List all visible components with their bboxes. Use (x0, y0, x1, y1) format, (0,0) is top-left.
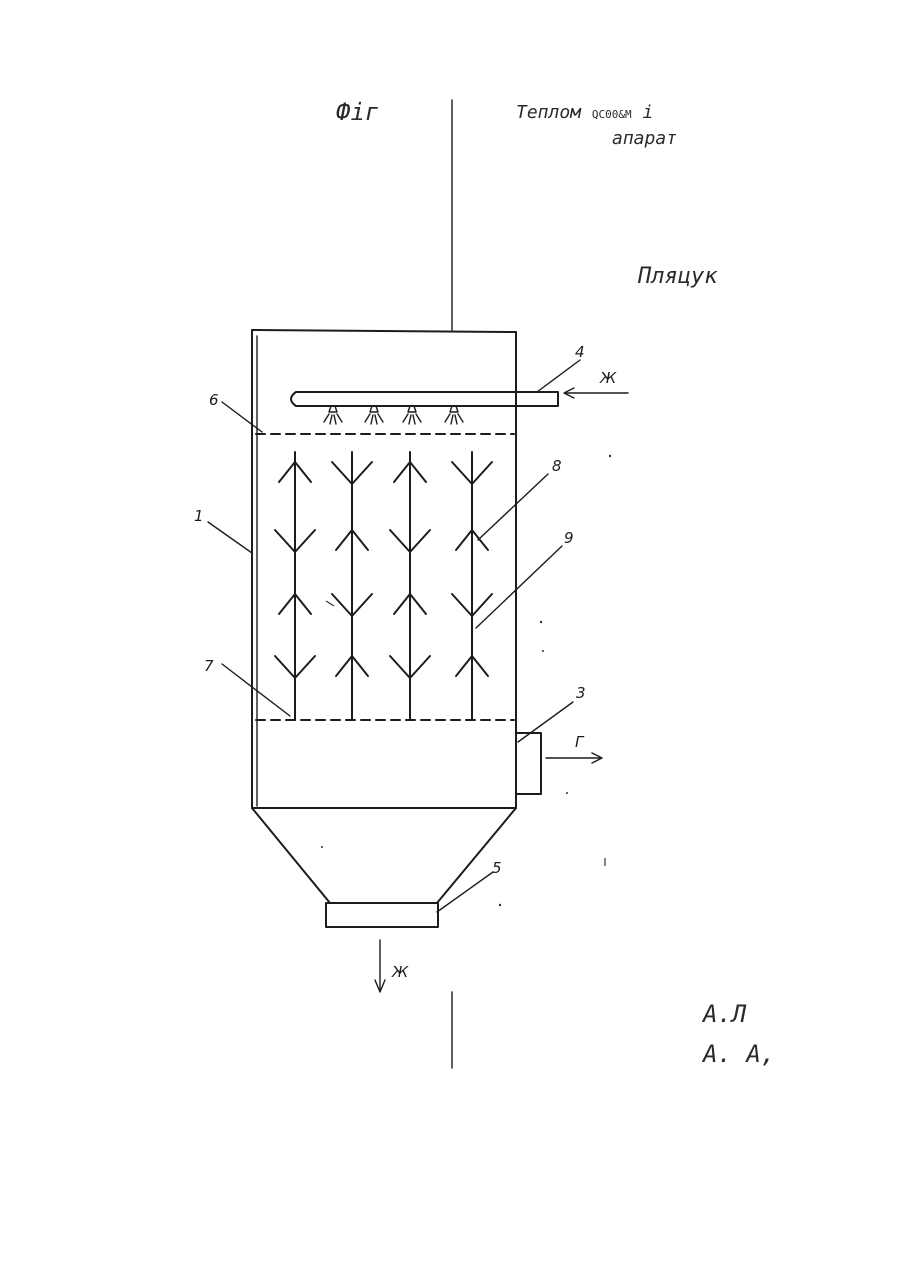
bottom-outlet (326, 903, 438, 927)
part-number-3: 3 (576, 684, 586, 702)
part-number-9: 9 (564, 529, 574, 547)
part-number-7: 7 (204, 657, 214, 675)
spray-nozzles (324, 406, 463, 424)
part-number-1: 1 (194, 507, 204, 525)
leader-lines (208, 360, 580, 912)
part-number-5: 5 (492, 859, 502, 877)
liquid-inlet-arrow (564, 388, 628, 398)
liquid-outlet-arrow (375, 940, 385, 992)
liquid-outlet-label: Ж (391, 963, 409, 981)
part-number-4: 4 (575, 343, 585, 361)
part-number-8: 8 (552, 457, 562, 475)
part-number-6: 6 (209, 391, 219, 409)
hopper-cone (252, 808, 516, 903)
gas-outlet (516, 733, 541, 794)
gas-outlet-label: Г (575, 733, 585, 751)
liquid-inlet-label: Ж (599, 369, 617, 387)
gas-outlet-arrow (546, 753, 602, 763)
spray-pipe (291, 392, 558, 406)
scan-specks (321, 455, 611, 906)
finned-rods (275, 452, 492, 720)
